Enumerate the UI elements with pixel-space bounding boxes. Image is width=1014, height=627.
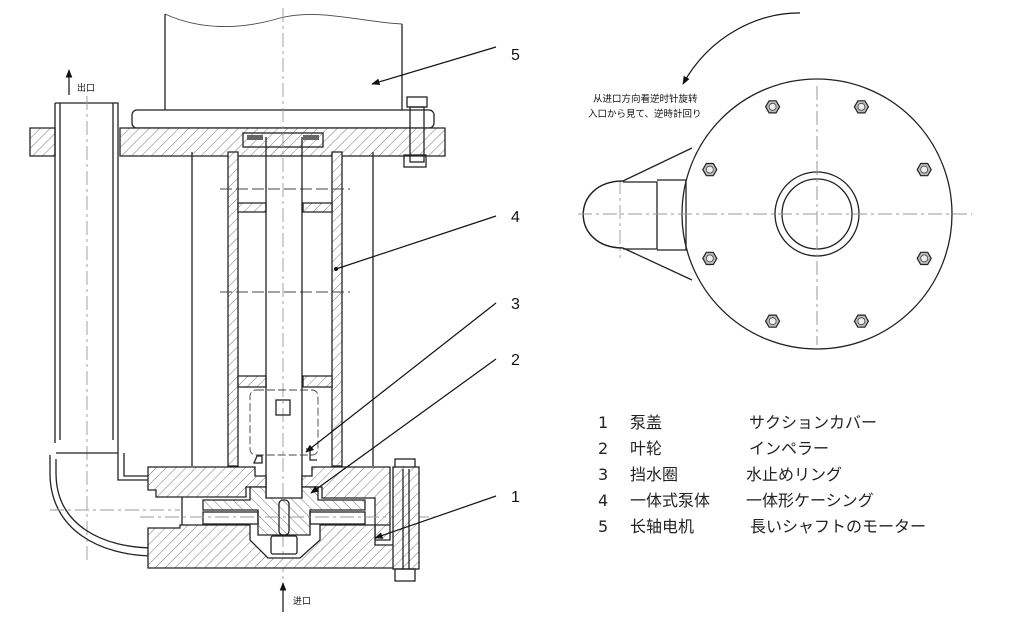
integral-casing xyxy=(220,151,350,467)
flange-bolts xyxy=(702,100,932,328)
callout-1-label: 1 xyxy=(511,489,520,506)
hex-bolt-icon xyxy=(764,314,781,328)
callout-4: 4 xyxy=(334,209,520,271)
svg-text:長いシャフトのモーター: 長いシャフトのモーター xyxy=(750,517,926,536)
parts-legend: 1 泵盖 サクションカバー 2 叶轮 インペラー 3 挡水圈 水止めリング 4 … xyxy=(598,413,926,536)
legend-row: 1 泵盖 サクションカバー xyxy=(598,413,877,432)
hex-bolt-icon xyxy=(916,251,932,266)
svg-text:叶轮: 叶轮 xyxy=(630,439,662,458)
legend-row: 4 一体式泵体 一体形ケーシング xyxy=(598,491,874,510)
section-view: 出口 进口 5 4 3 2 1 xyxy=(29,8,520,612)
rotation-note-jp: 入口から見て、逆時計回り xyxy=(588,108,702,120)
svg-text:3: 3 xyxy=(598,465,608,484)
pump-body xyxy=(140,466,440,569)
callout-4-label: 4 xyxy=(511,209,520,226)
callout-2-label: 2 xyxy=(511,352,520,369)
callout-2: 2 xyxy=(310,352,520,494)
svg-text:挡水圈: 挡水圈 xyxy=(630,465,678,484)
hex-bolt-icon xyxy=(764,100,781,114)
inlet-end-view: 从进口方向看逆时针旋转 入口から見て、逆時計回り xyxy=(578,12,972,350)
callout-3-label: 3 xyxy=(511,296,520,313)
flange-bolt-top xyxy=(403,96,428,168)
inlet-label: 进口 xyxy=(293,596,311,607)
rotation-arrow xyxy=(682,12,801,85)
hex-bolt-icon xyxy=(853,100,870,114)
outlet-pipe xyxy=(29,96,180,560)
svg-text:1: 1 xyxy=(598,413,608,432)
svg-text:インペラー: インペラー xyxy=(749,439,829,458)
legend-row: 5 长轴电机 長いシャフトのモーター xyxy=(598,517,926,536)
callout-5-label: 5 xyxy=(511,47,520,64)
mount-flange xyxy=(119,127,446,157)
hex-bolt-icon xyxy=(853,314,870,328)
callout-3: 3 xyxy=(305,296,520,453)
svg-text:长轴电机: 长轴电机 xyxy=(630,517,694,536)
svg-text:サクションカバー: サクションカバー xyxy=(749,413,877,432)
inlet-flow-arrow: 进口 xyxy=(279,582,311,612)
rotation-note-cn: 从进口方向看逆时针旋转 xyxy=(593,93,698,105)
hex-bolt-icon xyxy=(702,251,718,266)
hex-bolt-icon xyxy=(916,162,932,177)
hex-bolt-icon xyxy=(702,162,718,177)
legend-row: 2 叶轮 インペラー xyxy=(598,439,829,458)
casing-outer xyxy=(191,152,374,466)
outlet-label: 出口 xyxy=(77,82,95,94)
outlet-flow-arrow: 出口 xyxy=(65,69,95,95)
legend-row: 3 挡水圈 水止めリング xyxy=(598,465,842,484)
svg-text:一体式泵体: 一体式泵体 xyxy=(630,491,710,510)
callout-5: 5 xyxy=(371,46,520,86)
svg-text:4: 4 xyxy=(598,491,608,510)
svg-text:2: 2 xyxy=(598,439,608,458)
callout-1: 1 xyxy=(374,489,520,539)
body-bolt xyxy=(392,458,420,582)
svg-text:一体形ケーシング: 一体形ケーシング xyxy=(746,491,874,510)
svg-text:水止めリング: 水止めリング xyxy=(746,465,842,484)
svg-text:泵盖: 泵盖 xyxy=(630,413,662,432)
svg-text:5: 5 xyxy=(598,517,608,536)
